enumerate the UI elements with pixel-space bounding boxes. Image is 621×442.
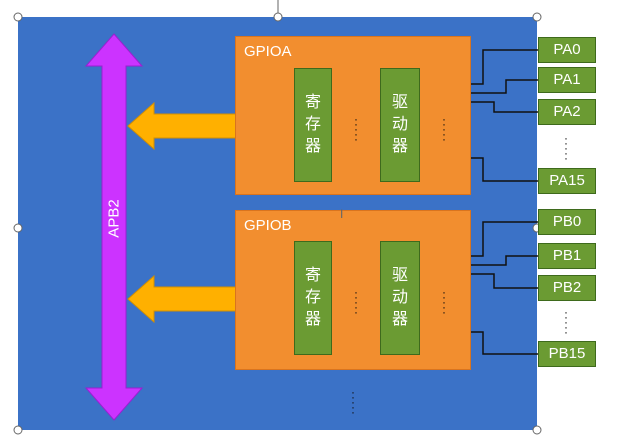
ellipsis-icon: ····· [564, 305, 568, 339]
pin-pa0: PA0 [538, 37, 596, 63]
pin-pb0: PB0 [538, 209, 596, 235]
gpioa-driver-box: 驱 动 器 [380, 68, 420, 182]
pin-pa15: PA15 [538, 168, 596, 194]
pin-pa2: PA2 [538, 99, 596, 125]
gpiob-block: GPIOB [235, 210, 471, 370]
pin-pb2: PB2 [538, 275, 596, 301]
gpiob-driver-box: 驱 动 器 [380, 241, 420, 355]
apb2-bus-arrow [84, 33, 144, 421]
gpioa-register-box: 寄 存 器 [294, 68, 332, 182]
selection-handles[interactable] [13, 12, 542, 435]
gpiob-title: GPIOB [244, 217, 292, 234]
ellipsis-icon: ····· [564, 131, 568, 165]
register-char: 存 [304, 289, 321, 306]
ellipsis-icon: ····· [354, 285, 358, 319]
more-blocks-ellipsis-icon: ····· [351, 385, 355, 419]
gpioa-block: GPIOA [235, 36, 471, 195]
ellipsis-icon: ····· [354, 112, 358, 146]
register-char: 器 [304, 138, 321, 155]
register-char: 器 [304, 311, 321, 328]
pin-pa1: PA1 [538, 67, 596, 93]
driver-char: 器 [391, 138, 408, 155]
ellipsis-icon: ····· [442, 112, 446, 146]
pin-pb1: PB1 [538, 243, 596, 269]
driver-char: 器 [391, 311, 408, 328]
driver-char: 动 [391, 289, 408, 306]
ellipsis-icon: ····· [442, 285, 446, 319]
driver-char: 动 [391, 116, 408, 133]
register-char: 寄 [304, 94, 321, 111]
driver-char: 驱 [391, 94, 408, 111]
pin-pb15: PB15 [538, 341, 596, 367]
driver-char: 驱 [391, 267, 408, 284]
text-cursor-icon: I [340, 207, 344, 221]
gpioa-title: GPIOA [244, 43, 292, 60]
apb2-bus-label: APB2 [105, 199, 123, 238]
register-char: 存 [304, 116, 321, 133]
register-char: 寄 [304, 267, 321, 284]
gpiob-register-box: 寄 存 器 [294, 241, 332, 355]
